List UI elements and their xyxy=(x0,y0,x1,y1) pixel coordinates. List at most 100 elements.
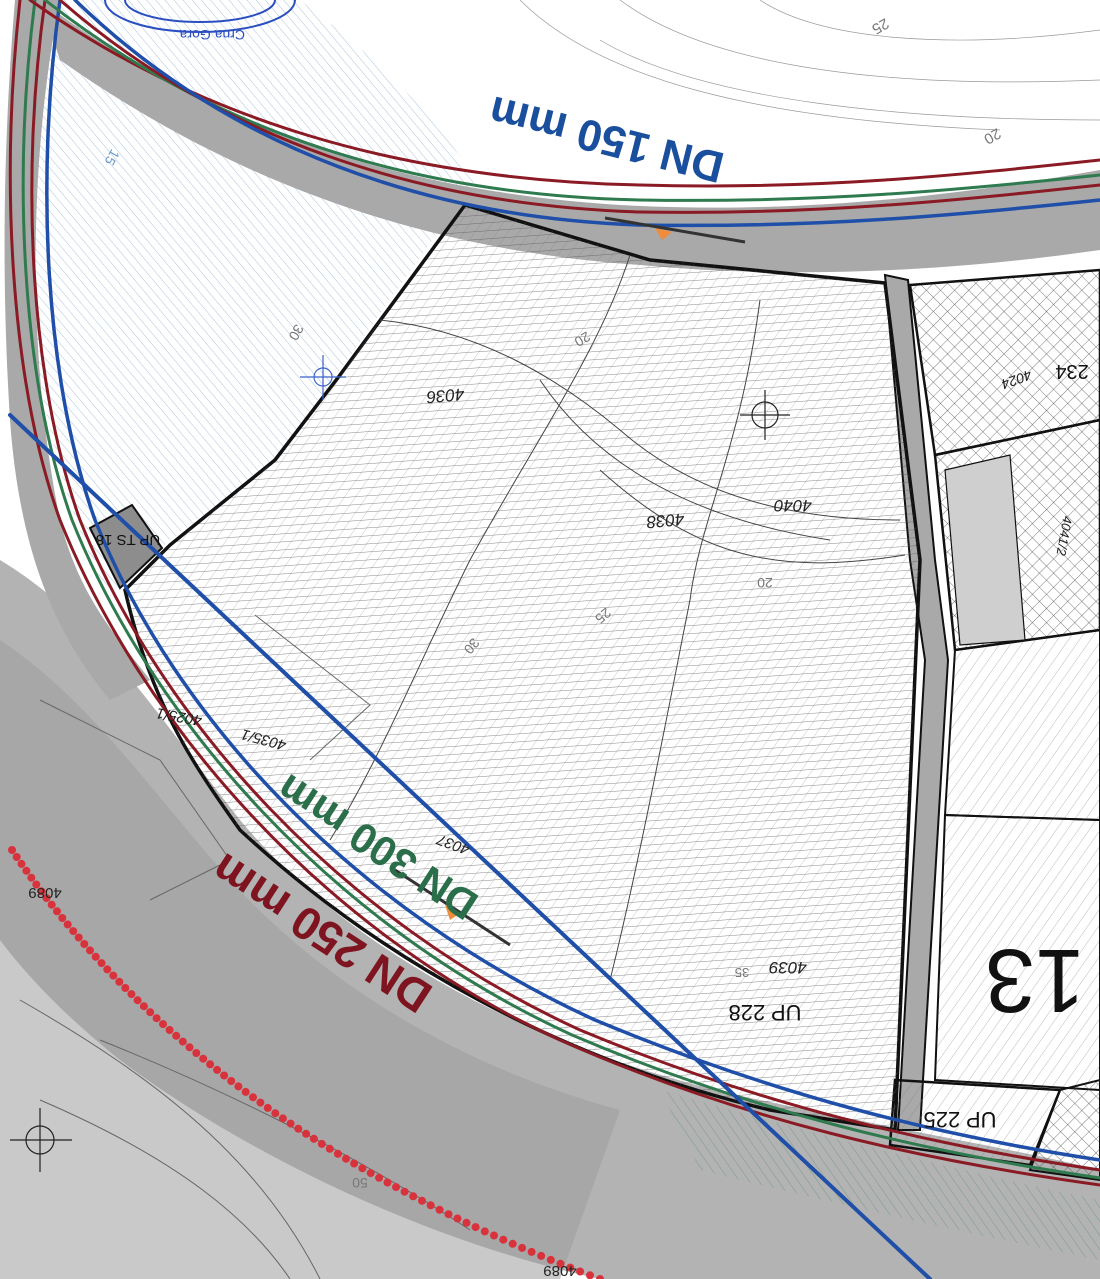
boundary-dot xyxy=(566,1263,575,1272)
boundary-dot xyxy=(508,1239,517,1248)
boundary-dot xyxy=(546,1255,555,1264)
boundary-dot xyxy=(518,1243,527,1252)
boundary-dot xyxy=(53,907,61,916)
boundary-dot xyxy=(69,927,78,936)
survey-point-icon xyxy=(300,355,346,400)
boundary-dot xyxy=(309,1134,318,1143)
boundary-dot xyxy=(350,1159,359,1168)
boundary-dot xyxy=(80,940,89,948)
triangle-marker-icon xyxy=(655,228,672,240)
boundary-dot xyxy=(192,1049,201,1057)
contour-label: 35 xyxy=(735,965,749,980)
parcel-far-right-bottom xyxy=(1028,1078,1100,1182)
road-left-strip xyxy=(4,0,151,700)
triangle-marker-icon xyxy=(445,905,462,920)
boundary-dot xyxy=(97,959,106,968)
boundary-dot xyxy=(109,971,118,980)
boundary-dot xyxy=(490,1231,498,1240)
boundary-dot xyxy=(527,1247,536,1256)
boundary-dot xyxy=(444,1210,453,1219)
blue-pipe-line-arc xyxy=(45,0,1100,1162)
boundary-dot xyxy=(63,920,72,929)
contour-label: 20 xyxy=(572,329,594,351)
boundary-dot xyxy=(37,887,46,896)
boundary-dot xyxy=(241,1087,250,1096)
boundary-dot xyxy=(213,1065,222,1074)
green-pipe-line xyxy=(21,0,1100,1180)
boundary-dot xyxy=(375,1173,384,1182)
boundary-dot xyxy=(172,1031,181,1040)
boundary-dot xyxy=(47,900,56,909)
boundary-dot xyxy=(586,1271,594,1279)
boundary-dot xyxy=(74,933,83,942)
official-stamp: Crna Gora xyxy=(104,0,296,43)
parcel-up228-diag xyxy=(125,205,920,1130)
boundary-dot xyxy=(392,1183,400,1192)
crosshair-icon xyxy=(10,1108,72,1172)
boundary-dot xyxy=(596,1275,604,1279)
boundary-dot xyxy=(58,914,67,922)
boundary-dot xyxy=(453,1214,462,1223)
boundary-dot xyxy=(178,1037,187,1046)
parcel-234 xyxy=(908,268,1100,457)
background-contours xyxy=(519,0,1100,131)
boundary-dot xyxy=(271,1109,280,1118)
boundary-dot xyxy=(342,1154,350,1163)
parcel-right-lower xyxy=(943,628,1100,822)
boundary-dot xyxy=(294,1124,303,1133)
parcel-label-234: 234 xyxy=(1055,360,1088,382)
boundary-dot xyxy=(220,1071,229,1080)
boundary-dot xyxy=(325,1144,334,1153)
boundary-dot xyxy=(286,1119,295,1128)
boundary-dot xyxy=(278,1114,287,1123)
cadastral-number: 4041/2 xyxy=(1053,515,1075,558)
parcel-label-up228: UP 228 xyxy=(729,1000,802,1025)
boundary-dot xyxy=(249,1093,257,1102)
boundary-dot xyxy=(227,1077,236,1085)
road-upper xyxy=(40,0,1100,273)
parcel-label-upts18: UP TS 18 xyxy=(96,531,160,548)
contour-label: 25 xyxy=(869,14,892,37)
contour-label: 15 xyxy=(101,147,123,169)
boundary-dot xyxy=(418,1196,426,1205)
boundary-dot xyxy=(383,1178,392,1187)
boundary-dot xyxy=(358,1164,367,1173)
boundary-dot xyxy=(8,846,16,854)
boundary-dot xyxy=(146,1008,155,1017)
blue-pipe-line-top xyxy=(73,0,1100,228)
boundary-dot xyxy=(185,1043,194,1052)
boundary-dot xyxy=(139,1002,148,1011)
road-lower-dark xyxy=(0,640,620,1279)
boundary-dot xyxy=(471,1223,480,1232)
boundary-dot xyxy=(409,1192,418,1201)
boundary-dot xyxy=(115,977,124,986)
contour-label: 20 xyxy=(981,124,1004,147)
red-dotted-line xyxy=(8,846,604,1279)
boundary-dot xyxy=(302,1129,311,1138)
block-number-13: 13 xyxy=(985,930,1085,1030)
cadastral-number: 4089 xyxy=(543,1262,576,1279)
pipe-label-dn150: DN 150 mm xyxy=(484,86,728,192)
boundary-dot xyxy=(333,1149,342,1158)
parcel-label-up225: UP 225 xyxy=(924,1107,997,1132)
boundary-dot xyxy=(32,880,41,889)
boundary-dot xyxy=(27,873,36,882)
contour-label: 30 xyxy=(285,322,307,344)
cadastral-number: 4038 xyxy=(645,509,685,531)
red-pipe-line-2 xyxy=(30,0,1100,1172)
cadastral-number: 4089 xyxy=(28,884,61,901)
boundary-dot xyxy=(206,1060,215,1069)
boundary-dot xyxy=(17,859,26,868)
cadastral-number: 4040 xyxy=(774,496,812,515)
boundary-dot xyxy=(199,1054,208,1063)
boundary-dot xyxy=(103,965,112,974)
boundary-dot xyxy=(42,894,51,902)
boundary-dot xyxy=(317,1139,326,1148)
crosshair-icon xyxy=(740,390,790,440)
boundary-dot xyxy=(121,984,130,992)
boundary-dot xyxy=(165,1026,174,1034)
boundary-dot xyxy=(127,990,136,999)
boundary-dot xyxy=(91,952,100,961)
pipelines xyxy=(8,0,1100,1279)
